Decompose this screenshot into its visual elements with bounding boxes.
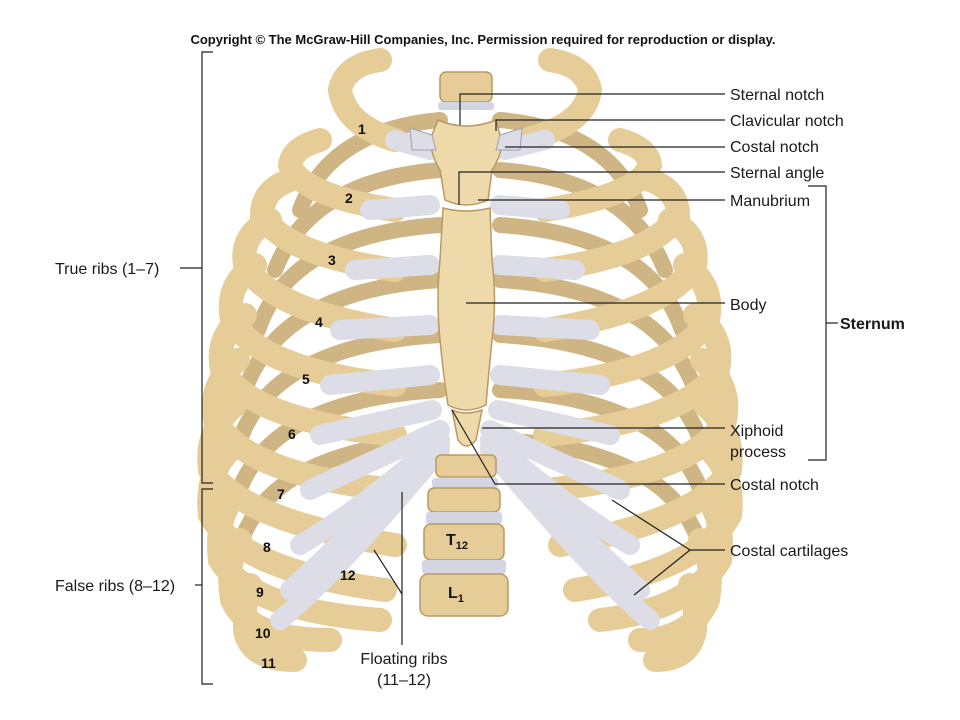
right-costal-cartilages xyxy=(480,130,660,630)
rib-number-10: 10 xyxy=(255,625,271,641)
thorax-drawing xyxy=(197,48,743,672)
rib-numbers: 1 2 3 4 5 6 7 8 9 10 11 12 xyxy=(255,121,366,671)
label-costal-cartilages: Costal cartilages xyxy=(730,543,848,560)
rib-number-7: 7 xyxy=(277,486,285,502)
label-body: Body xyxy=(730,297,766,314)
rib-number-8: 8 xyxy=(263,539,271,555)
label-manubrium: Manubrium xyxy=(730,193,810,210)
vertebral-column xyxy=(419,71,509,617)
leader-lines xyxy=(180,51,838,685)
label-sternum: Sternum xyxy=(840,316,905,333)
xiphoid-process xyxy=(450,408,483,447)
label-xiphoid-line1: Xiphoid xyxy=(730,423,783,440)
label-clavicular-notch: Clavicular notch xyxy=(730,113,844,130)
rib-number-6: 6 xyxy=(288,426,296,442)
label-floating-line1: Floating ribs xyxy=(360,651,447,668)
rib-number-5: 5 xyxy=(302,371,310,387)
l1-vertebra xyxy=(419,573,509,617)
label-false-ribs: False ribs (8–12) xyxy=(55,578,175,595)
label-costal-notch-upper: Costal notch xyxy=(730,139,819,156)
rib-number-1: 1 xyxy=(358,121,366,137)
rib-number-2: 2 xyxy=(345,190,353,206)
sternum xyxy=(430,118,503,447)
rib-number-11: 11 xyxy=(261,655,276,671)
label-true-ribs: True ribs (1–7) xyxy=(55,261,159,278)
label-costal-notch-lower: Costal notch xyxy=(730,477,819,494)
labels: Sternal notch Clavicular notch Costal no… xyxy=(55,87,905,689)
leader-floating-12 xyxy=(373,549,403,595)
l1-letter: L xyxy=(448,585,458,602)
false-ribs-bracket xyxy=(201,488,213,685)
leader-sternal-angle xyxy=(458,171,725,205)
l1-label: L1 xyxy=(448,585,464,605)
t12-label: T12 xyxy=(446,532,468,552)
t12-subscript: 12 xyxy=(456,540,468,552)
label-sternal-notch: Sternal notch xyxy=(730,87,824,104)
clavicular-notches xyxy=(409,127,523,151)
label-sternal-angle: Sternal angle xyxy=(730,165,824,182)
label-xiphoid-line2: process xyxy=(730,444,786,461)
manubrium xyxy=(430,118,503,206)
copyright-text: Copyright © The McGraw-Hill Companies, I… xyxy=(190,32,775,47)
sternum-bracket xyxy=(808,185,827,461)
label-floating-line2: (11–12) xyxy=(377,672,431,689)
leader-costal-cartilages-b xyxy=(633,549,691,596)
rib-number-4: 4 xyxy=(315,314,323,330)
sternum-body xyxy=(437,207,496,411)
rib-number-3: 3 xyxy=(328,252,336,268)
leader-clavicular-notch xyxy=(495,119,725,131)
leader-costal-notch-lower xyxy=(451,409,725,485)
leader-sternal-notch xyxy=(459,93,725,125)
rib-number-9: 9 xyxy=(256,584,264,600)
l1-subscript: 1 xyxy=(458,593,464,605)
rib-number-12: 12 xyxy=(340,567,356,583)
t12-letter: T xyxy=(446,532,456,549)
